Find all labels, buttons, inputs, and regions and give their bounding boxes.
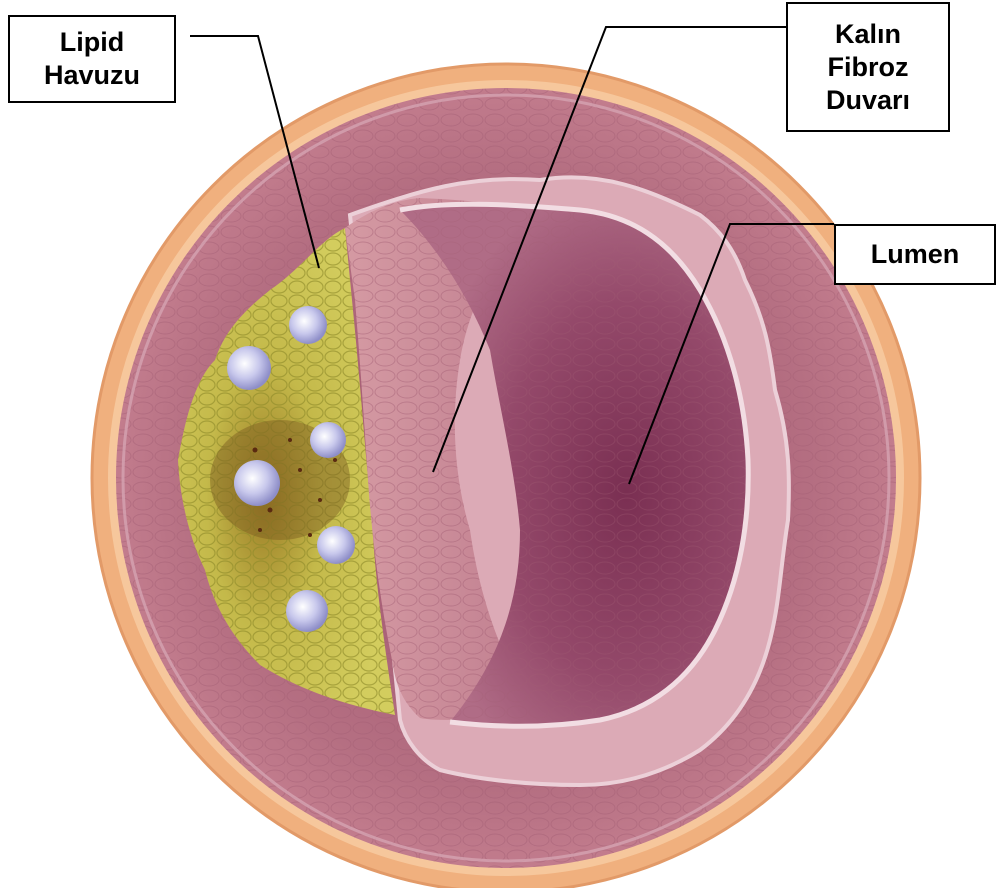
label-lumen: Lumen — [834, 224, 996, 285]
label-thick-fibrous-wall-line-1: Kalın — [835, 18, 901, 51]
label-lipid-pool-line-2: Havuzu — [44, 59, 140, 92]
label-thick-fibrous-wall-line-2: Fibroz — [828, 51, 909, 84]
label-thick-fibrous-wall: Kalın Fibroz Duvarı — [786, 2, 950, 132]
label-lumen-line-1: Lumen — [871, 238, 960, 271]
label-lipid-pool: Lipid Havuzu — [8, 15, 176, 103]
label-thick-fibrous-wall-line-3: Duvarı — [826, 84, 910, 117]
label-lipid-pool-line-1: Lipid — [60, 26, 124, 59]
